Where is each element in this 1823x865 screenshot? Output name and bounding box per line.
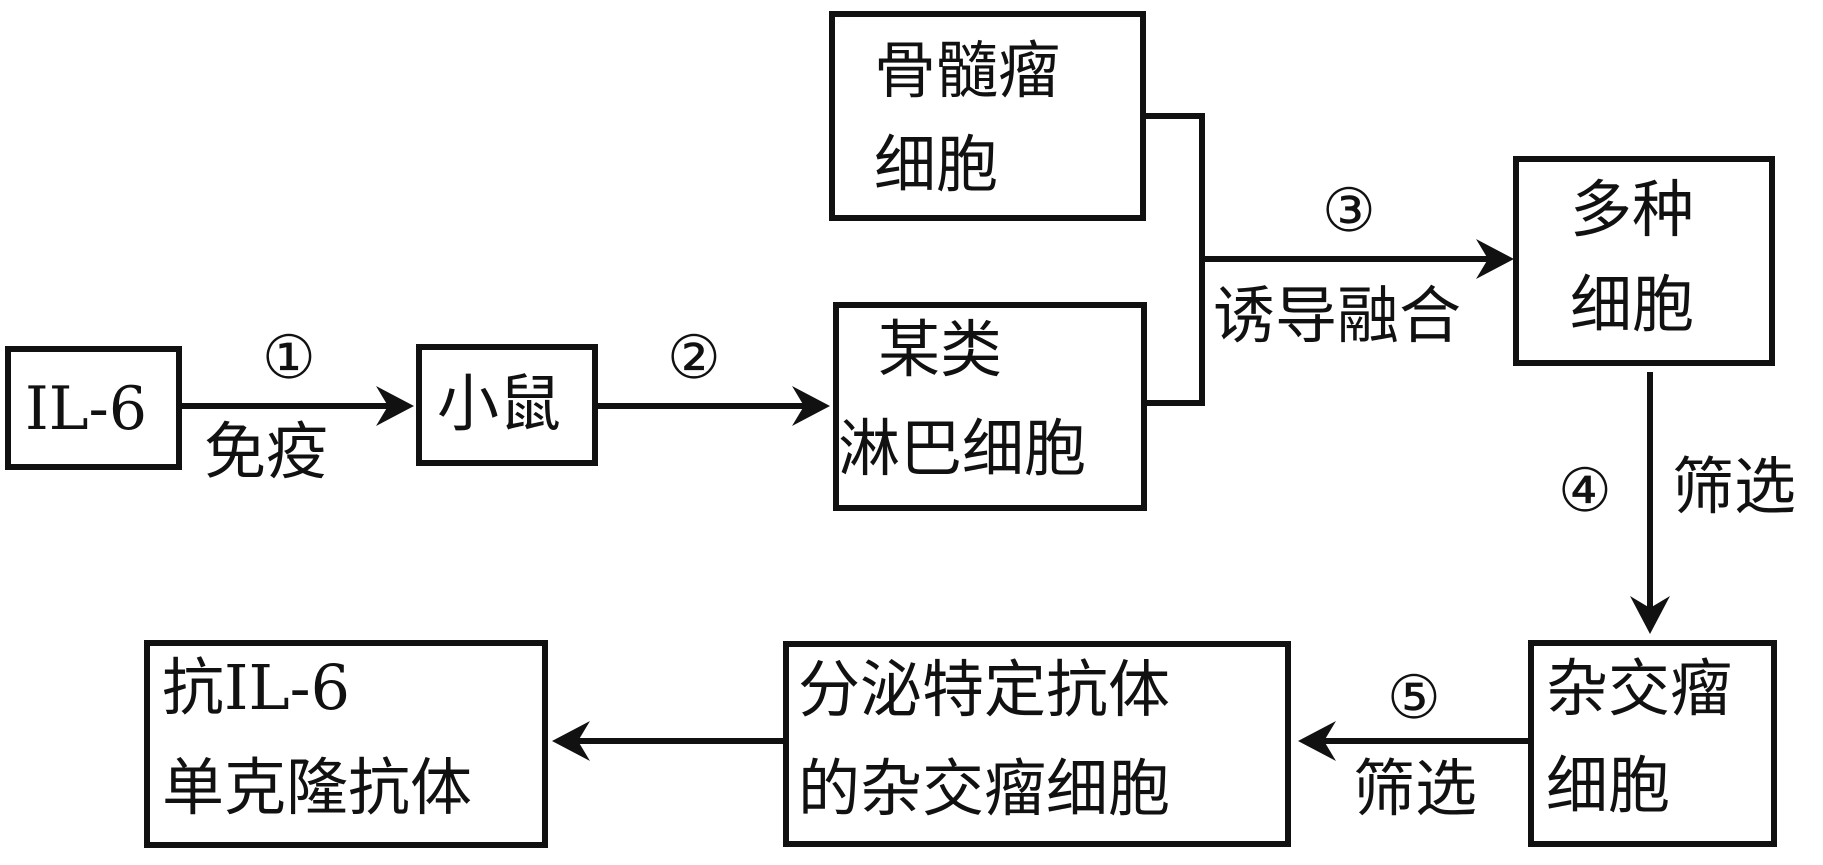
- node-hybridoma-line1: 杂交瘤: [1546, 652, 1733, 725]
- node-lymphocytes-line1: 某类: [878, 313, 1003, 386]
- arrowhead-immunize: [376, 386, 414, 426]
- node-monoclonal-antibody: [144, 640, 548, 848]
- step-3-label: 诱导融合: [1213, 279, 1462, 352]
- step-5-label: 筛选: [1353, 752, 1478, 825]
- node-lymphocytes: [833, 302, 1147, 511]
- node-multiple-line2: 细胞: [1570, 268, 1695, 341]
- node-antibody-line1: 抗IL-6: [162, 651, 351, 724]
- node-myeloma-line2: 细胞: [874, 128, 999, 201]
- node-hybridoma-cells: [1528, 640, 1777, 847]
- arrowhead-screen-1: [1630, 596, 1670, 634]
- node-myeloma-cells: [829, 11, 1146, 221]
- node-il6-label: IL-6: [25, 374, 147, 444]
- step-4-number: ④: [1558, 456, 1612, 526]
- step-3-number: ③: [1322, 176, 1376, 246]
- node-il6: [5, 346, 182, 470]
- node-secreting-line1: 分泌特定抗体: [798, 653, 1171, 726]
- node-myeloma-line1: 骨髓瘤: [874, 34, 1061, 107]
- step-5-number: ⑤: [1387, 663, 1441, 733]
- arrowhead-extract-lymphocytes: [792, 386, 830, 426]
- arrowhead-produce-antibody: [552, 721, 590, 761]
- merge-bracket: [1146, 113, 1205, 406]
- node-secreting-hybridoma: [783, 641, 1291, 847]
- node-secreting-line2: 的杂交瘤细胞: [798, 752, 1171, 825]
- node-hybridoma-line2: 细胞: [1546, 749, 1671, 822]
- node-antibody-line2: 单克隆抗体: [162, 751, 473, 824]
- node-lymphocytes-line2: 淋巴细胞: [838, 412, 1087, 485]
- arrowhead-screen-2: [1298, 721, 1336, 761]
- step-1-label: 免疫: [204, 415, 329, 488]
- node-multiple-cells: [1513, 156, 1775, 366]
- step-1-number: ①: [262, 323, 316, 393]
- step-2-number: ②: [667, 323, 721, 393]
- node-multiple-line1: 多种: [1570, 173, 1695, 246]
- step-4-label: 筛选: [1672, 450, 1797, 523]
- node-mouse: [416, 344, 598, 466]
- arrowhead-fusion: [1476, 239, 1514, 279]
- node-mouse-label: 小鼠: [437, 367, 562, 440]
